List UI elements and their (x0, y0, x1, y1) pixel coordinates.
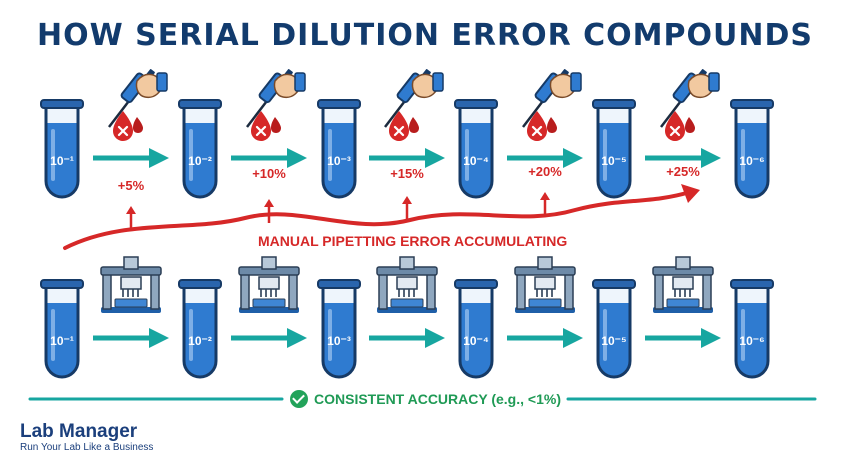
manual-row: 10⁻¹ 10⁻² 10⁻³ 10⁻⁴ 10⁻⁵ 10⁻⁶ +5% +10% +15% +20% +… (40, 69, 774, 230)
tube-label: 10⁻⁵ (601, 154, 626, 168)
check-circle-icon (290, 390, 308, 408)
error-up-arrow-head (540, 192, 550, 200)
page-title: HOW SERIAL DILUTION ERROR COMPOUNDS (36, 18, 814, 53)
blood-drop-x-icon (113, 111, 143, 141)
tube-label: 10⁻¹ (50, 334, 74, 348)
tube-rim (592, 99, 636, 109)
tube-outline (734, 285, 770, 379)
automated-tube-4: 10⁻⁴ (454, 279, 498, 379)
tube-outline (734, 105, 770, 199)
manual-tube-1: 10⁻¹ (40, 99, 84, 199)
tube-outline (182, 105, 218, 199)
tube-label: 10⁻⁴ (463, 334, 489, 348)
error-up-arrow-head (402, 196, 412, 204)
manual-tube-6: 10⁻⁶ (730, 99, 774, 199)
tube-shine (603, 129, 607, 181)
pipette-hand-icon (522, 69, 582, 141)
tube-shine (741, 129, 745, 181)
tube-rim (592, 279, 636, 289)
error-percent-4: +20% (528, 164, 562, 179)
liquid-handler-robot-icon (652, 256, 714, 313)
tube-shine (465, 309, 469, 361)
tube-outline (182, 285, 218, 379)
tube-label: 10⁻⁴ (463, 154, 489, 168)
tube-outline (458, 105, 494, 199)
pipette-hand-icon (384, 69, 444, 141)
tube-rim (317, 99, 361, 109)
tube-shine (603, 309, 607, 361)
tube-rim (454, 279, 498, 289)
automated-tube-1: 10⁻¹ (40, 279, 84, 379)
manual-error-label: MANUAL PIPETTING ERROR ACCUMULATING (258, 233, 568, 249)
tube-label: 10⁻³ (327, 334, 351, 348)
error-percent-3: +15% (390, 166, 424, 181)
tube-outline (44, 105, 80, 199)
tube-outline (596, 285, 632, 379)
tube-shine (328, 309, 332, 361)
tube-rim (178, 279, 222, 289)
error-percent-5: +25% (666, 164, 700, 179)
blood-drop-x-icon (527, 111, 557, 141)
brand-name: Lab Manager (20, 421, 138, 442)
manual-tube-3: 10⁻³ (317, 99, 361, 199)
brand-logo: Lab Manager Run Your Lab Like a Business (20, 421, 154, 454)
blood-drop-x-icon (251, 111, 281, 141)
tube-label: 10⁻¹ (50, 154, 74, 168)
pipette-hand-icon (246, 69, 306, 141)
tube-shine (189, 309, 193, 361)
manual-tube-2: 10⁻² (178, 99, 222, 199)
tube-shine (328, 129, 332, 181)
tube-shine (465, 129, 469, 181)
tube-outline (321, 285, 357, 379)
error-wave-arrow (63, 190, 692, 250)
tube-rim (178, 99, 222, 109)
accuracy-label: CONSISTENT ACCURACY (e.g., <1%) (314, 391, 561, 407)
tube-rim (454, 99, 498, 109)
error-percent-1: +5% (118, 178, 145, 193)
tube-label: 10⁻³ (327, 154, 351, 168)
tube-label: 10⁻⁵ (601, 334, 626, 348)
error-up-arrow-head (126, 206, 136, 214)
tube-outline (458, 285, 494, 379)
tube-shine (51, 129, 55, 181)
automated-tube-3: 10⁻³ (317, 279, 361, 379)
manual-tube-5: 10⁻⁵ (592, 99, 636, 199)
accuracy-caption: CONSISTENT ACCURACY (e.g., <1%) (290, 390, 561, 408)
manual-tube-4: 10⁻⁴ (454, 99, 498, 199)
tube-label: 10⁻² (188, 154, 212, 168)
tube-label: 10⁻⁶ (739, 334, 764, 348)
automated-tube-2: 10⁻² (178, 279, 222, 379)
liquid-handler-robot-icon (376, 256, 438, 313)
automated-row: 10⁻¹ 10⁻² 10⁻³ 10⁻⁴ 10⁻⁵ 10⁻⁶ (40, 256, 774, 379)
tube-shine (741, 309, 745, 361)
tube-label: 10⁻² (188, 334, 212, 348)
tube-label: 10⁻⁶ (739, 154, 764, 168)
error-wave-arrow-head (681, 184, 700, 203)
liquid-handler-robot-icon (514, 256, 576, 313)
tube-outline (321, 105, 357, 199)
liquid-handler-robot-icon (238, 256, 300, 313)
tube-rim (40, 99, 84, 109)
blood-drop-x-icon (389, 111, 419, 141)
tube-shine (189, 129, 193, 181)
tube-rim (730, 99, 774, 109)
tube-outline (44, 285, 80, 379)
blood-drop-x-icon (665, 111, 695, 141)
automated-tube-5: 10⁻⁵ (592, 279, 636, 379)
tube-outline (596, 105, 632, 199)
tube-rim (317, 279, 361, 289)
tube-rim (40, 279, 84, 289)
tube-rim (730, 279, 774, 289)
pipette-hand-icon (660, 69, 720, 141)
liquid-handler-robot-icon (100, 256, 162, 313)
tube-shine (51, 309, 55, 361)
automated-tube-6: 10⁻⁶ (730, 279, 774, 379)
error-percent-2: +10% (252, 166, 286, 181)
error-up-arrow-head (264, 199, 274, 207)
brand-tagline: Run Your Lab Like a Business (20, 442, 154, 453)
pipette-hand-icon (108, 69, 168, 141)
